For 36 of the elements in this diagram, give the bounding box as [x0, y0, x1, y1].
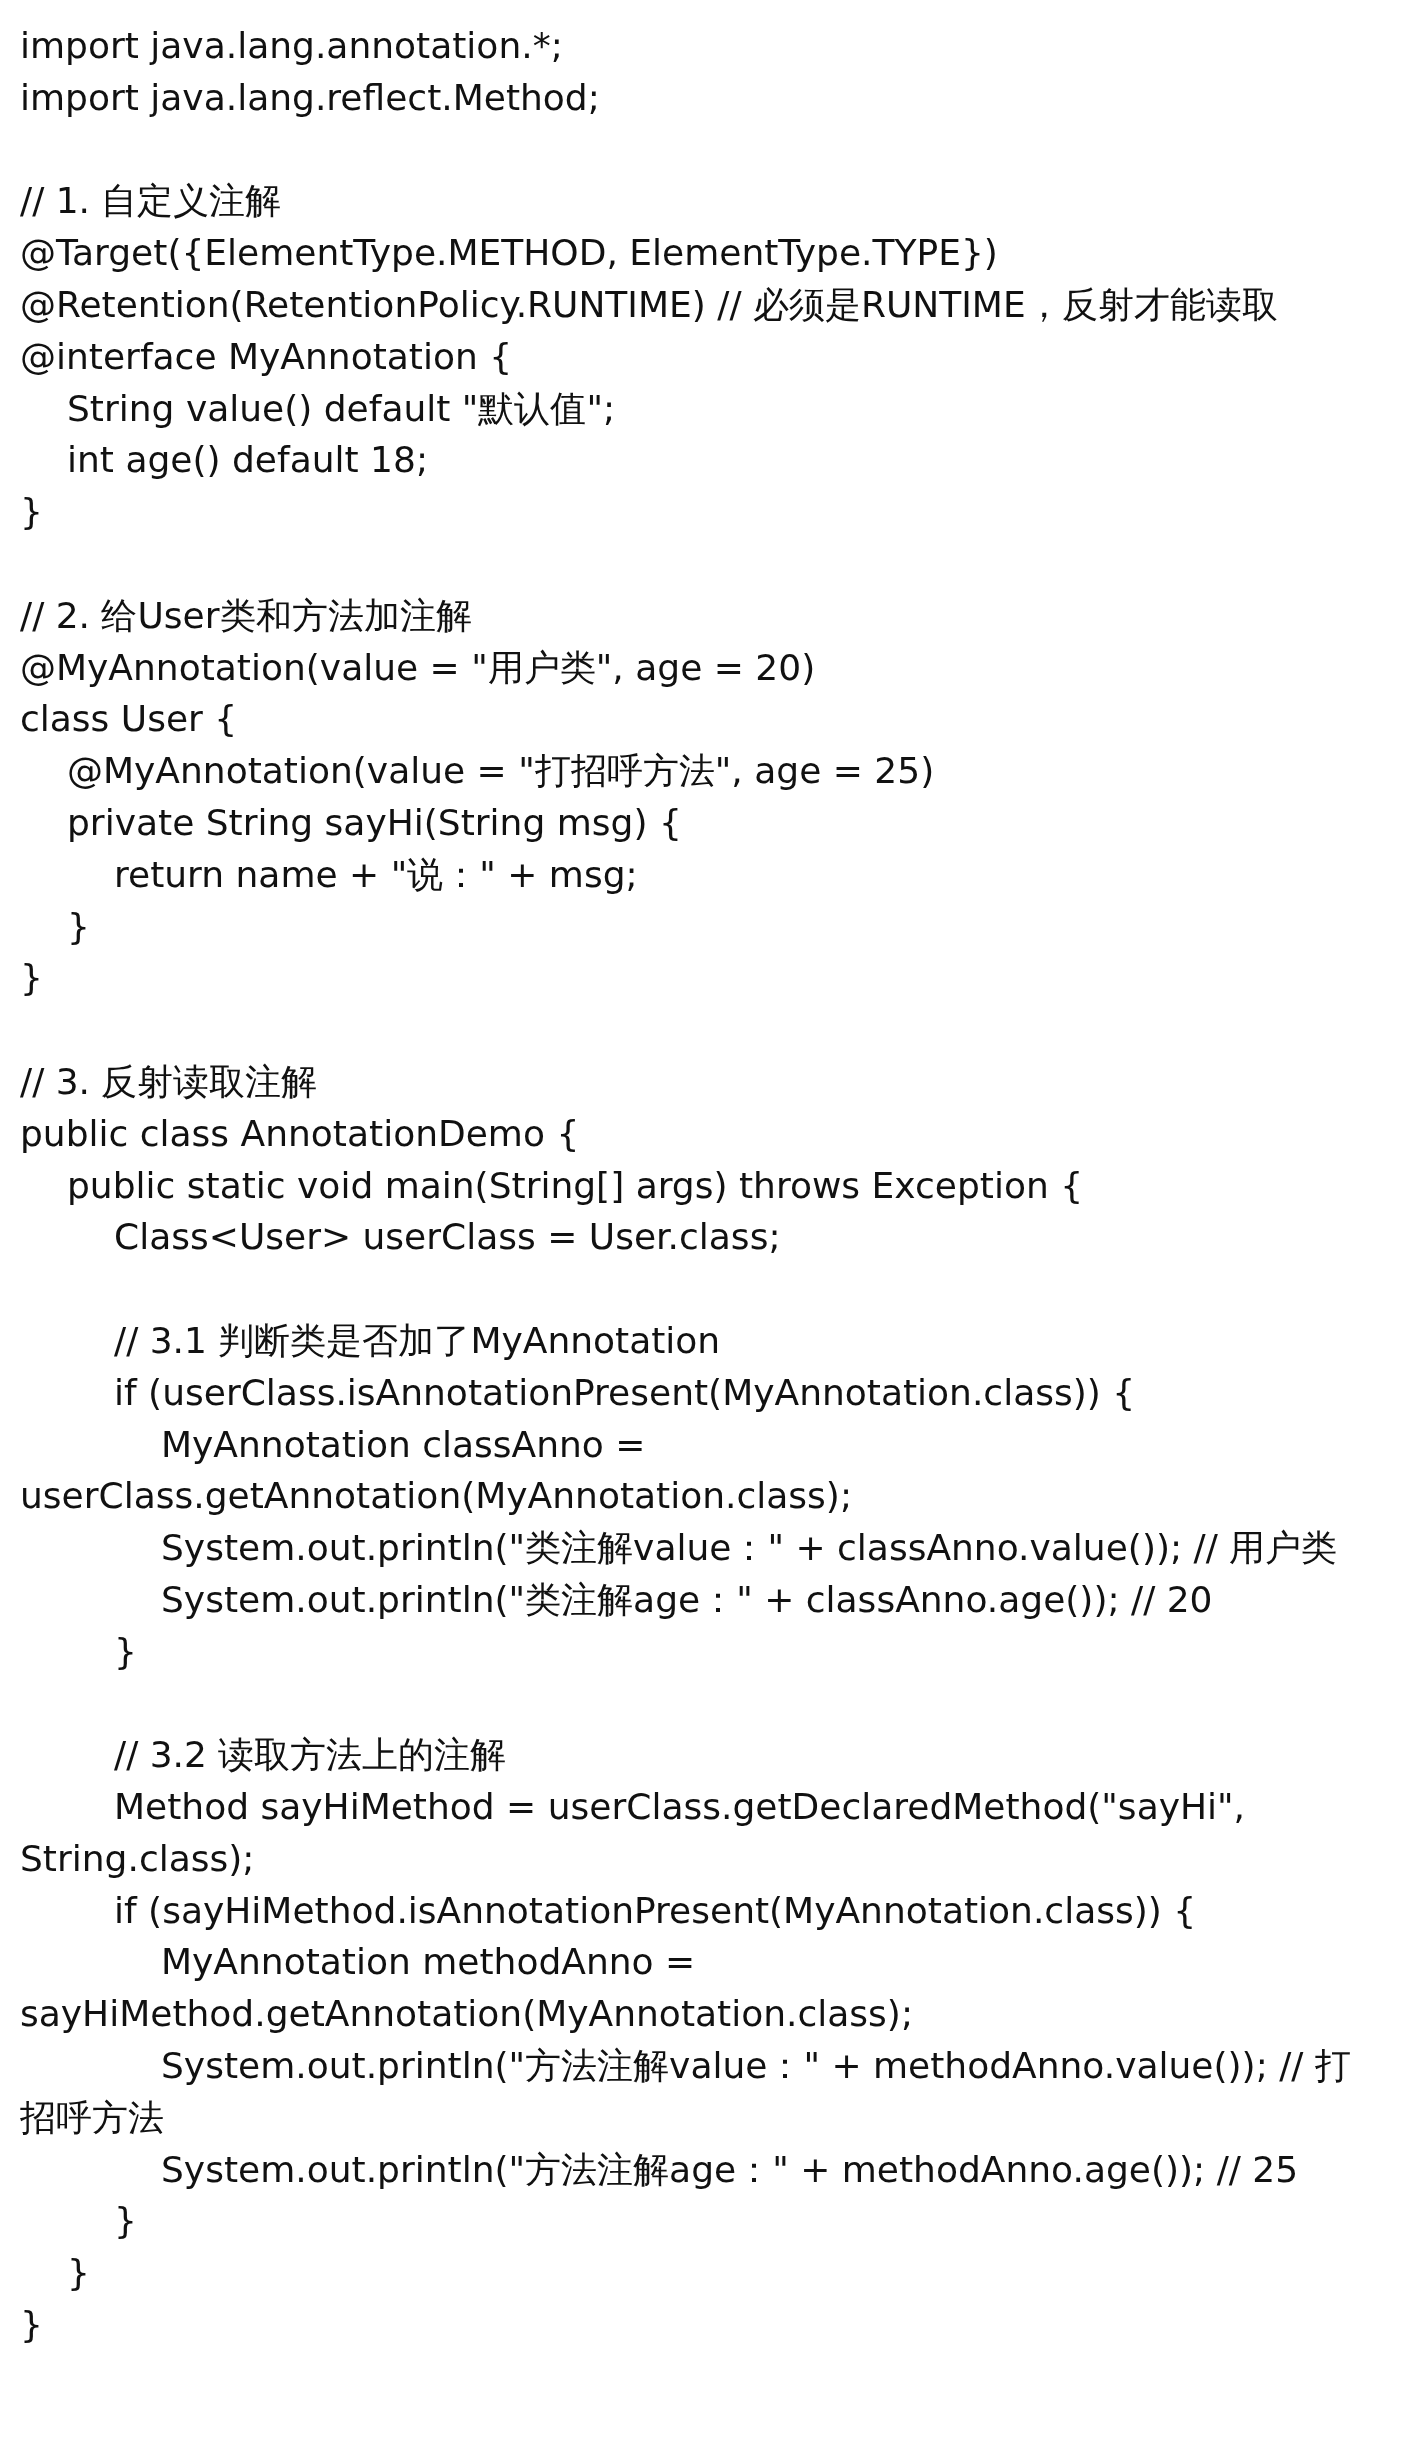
code-line: // 2. 给User类和方法加注解	[20, 593, 472, 638]
code-line: System.out.println("类注解age：" + classAnno.age()); // 20	[160, 1577, 1213, 1622]
code-line: // 3.1 判断类是否加了MyAnnotation	[113, 1318, 721, 1363]
code-line: if (userClass.isAnnotationPresent(MyAnnotation.class)) {	[113, 1370, 1136, 1415]
code-line: class User {	[20, 697, 238, 742]
code-line: @MyAnnotation(value = "打招呼方法", age = 25)	[66, 749, 935, 794]
code-line: @Retention(RetentionPolicy.RUNTIME) // 必须是RUNTIME，反射才能读取	[20, 283, 1278, 327]
code-line: if (sayHiMethod.isAnnotationPresent(MyAnnotation.class)) {	[113, 1888, 1197, 1933]
code-line: }	[113, 1629, 137, 1674]
code-line: MyAnnotation classAnno = userClass.getAnnotation(MyAnnotation.class);	[20, 1422, 854, 1519]
code-line: public static void main(String[] args) throws Exception {	[66, 1163, 1084, 1208]
code-line: private String sayHi(String msg) {	[66, 800, 682, 845]
code-line: // 3.2 读取方法上的注解	[113, 1733, 507, 1778]
code-line: }	[66, 2251, 90, 2296]
code-line: public class AnnotationDemo {	[20, 1111, 580, 1156]
code-line: String value() default "默认值";	[66, 386, 616, 431]
code-line: Method sayHiMethod = userClass.getDeclaredMethod("sayHi", String.class);	[20, 1785, 1247, 1881]
code-line: // 1. 自定义注解	[20, 179, 282, 224]
code-line: }	[20, 956, 43, 1001]
code-line: System.out.println("类注解value：" + classAnno.value()); // 用户类	[160, 1526, 1338, 1571]
code-line: return name + "说：" + msg;	[113, 852, 638, 897]
code-line: }	[20, 2303, 43, 2348]
code-line: Class<User> userClass = User.class;	[113, 1215, 781, 1260]
code-line: import java.lang.reflect.Method;	[20, 75, 600, 120]
code-line: @Target({ElementType.METHOD, ElementType.TYPE})	[20, 231, 998, 276]
code-line: }	[66, 904, 90, 949]
code-line: // 3. 反射读取注解	[20, 1059, 318, 1104]
code-line: @MyAnnotation(value = "用户类", age = 20)	[20, 645, 816, 690]
code-line: import java.lang.annotation.*;	[20, 24, 563, 68]
code-line: System.out.println("方法注解value：" + methodAnno.value()); // 打招呼方法	[20, 2044, 1352, 2140]
code-line: @interface MyAnnotation {	[20, 334, 513, 379]
code-line: }	[113, 2199, 137, 2244]
code-line: MyAnnotation methodAnno = sayHiMethod.getAnnotation(MyAnnotation.class);	[20, 1940, 914, 2037]
code-line: int age() default 18;	[66, 438, 429, 483]
code-line: System.out.println("方法注解age：" + methodAnno.age()); // 25	[160, 2147, 1299, 2192]
code-line: }	[20, 490, 43, 535]
